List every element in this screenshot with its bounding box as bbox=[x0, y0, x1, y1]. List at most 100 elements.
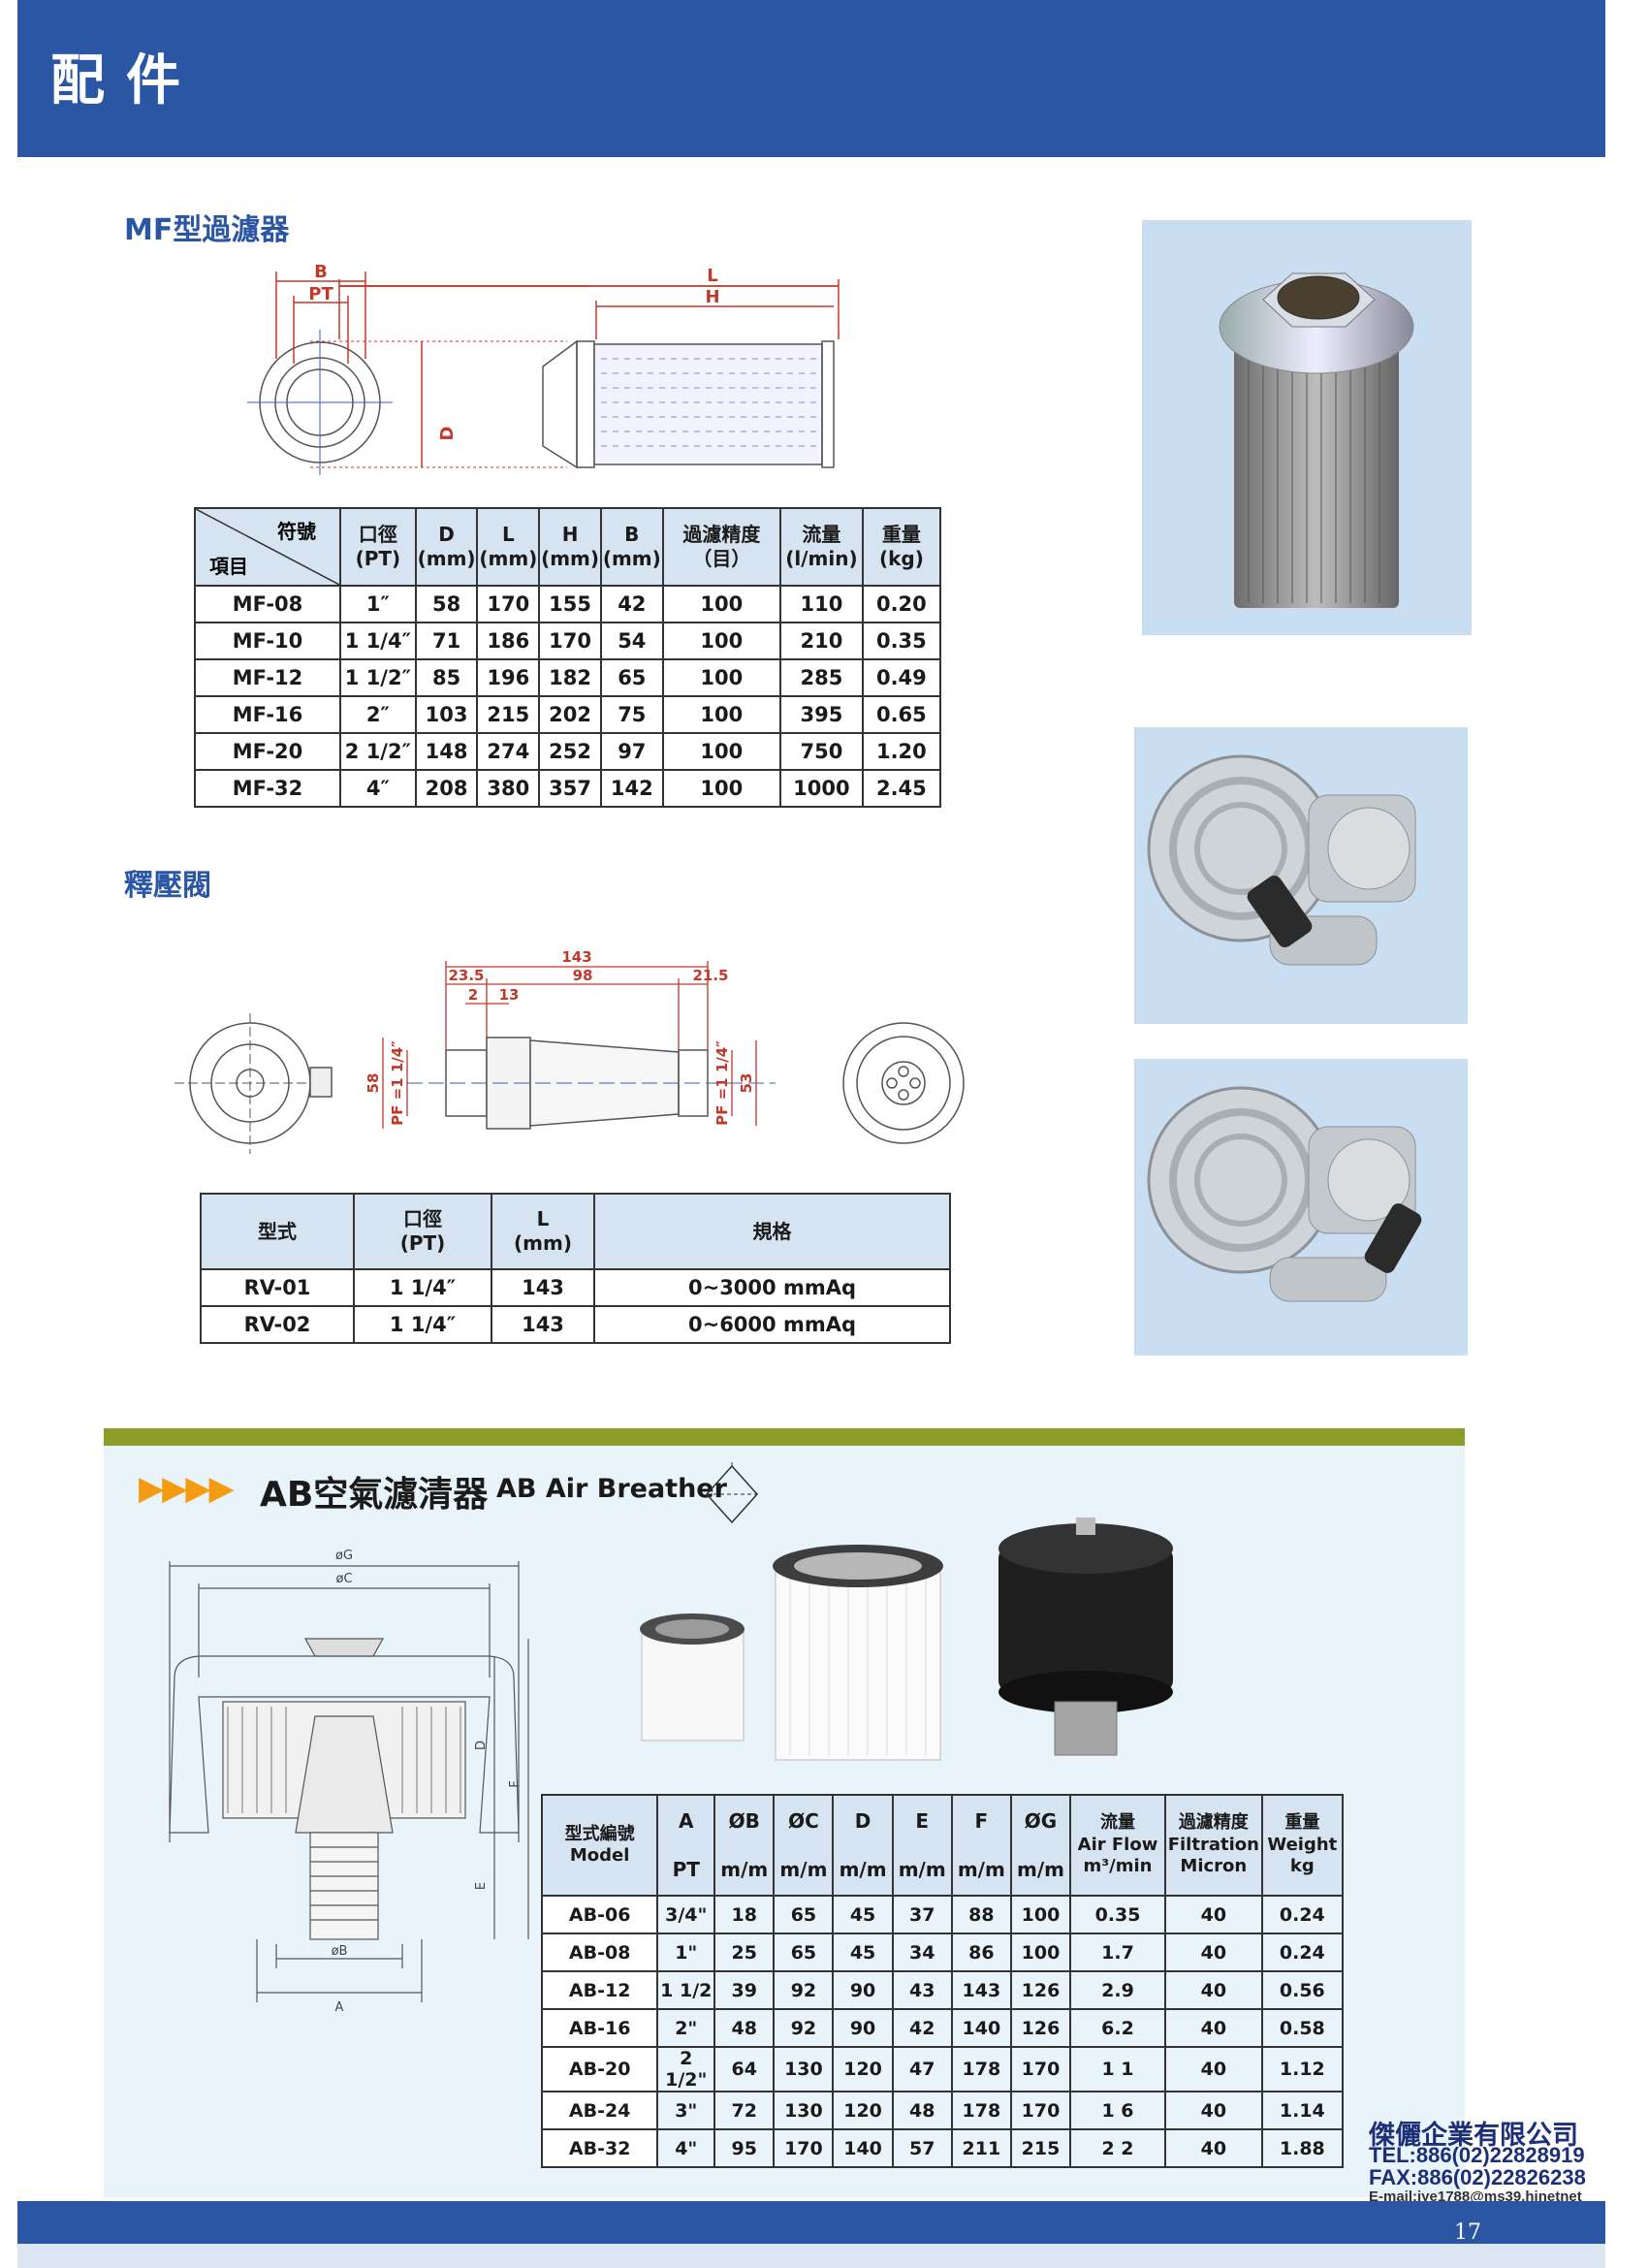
rv-dim-small-b: 13 bbox=[499, 986, 520, 1004]
rv-dim-small-a: 2 bbox=[468, 986, 478, 1004]
ab-value-cell: 1" bbox=[656, 1933, 716, 1972]
rv-side-view bbox=[407, 1037, 776, 1130]
ab-value-cell: 47 bbox=[891, 2046, 953, 2092]
rv-value-cell: 0~3000 mmAq bbox=[593, 1268, 951, 1307]
blower-illustration-1 bbox=[1147, 754, 1416, 966]
mf-value-cell: 1 1/4″ bbox=[339, 622, 417, 660]
ab-value-cell: 72 bbox=[713, 2091, 776, 2130]
ab-value-cell: 126 bbox=[1009, 1970, 1072, 2010]
ab-value-cell: 1.88 bbox=[1260, 2128, 1345, 2168]
ab-value-cell: 45 bbox=[832, 1895, 894, 1934]
ab-value-cell: 2" bbox=[656, 2008, 716, 2048]
mf-filter-illustration bbox=[1219, 272, 1414, 608]
rv-left-end-view bbox=[174, 1013, 333, 1154]
ab-value-cell: 0.35 bbox=[1069, 1895, 1166, 1934]
ab-value-cell: 88 bbox=[950, 1895, 1012, 1934]
ab-value-cell: 140 bbox=[950, 2008, 1012, 2048]
mf-filter-diagram: B PT L H D bbox=[247, 262, 840, 475]
rv-value-cell: 143 bbox=[491, 1268, 595, 1307]
ab-value-cell: 140 bbox=[832, 2128, 894, 2168]
mf-value-cell: 1 1/2″ bbox=[339, 658, 417, 697]
mf-value-cell: 182 bbox=[538, 658, 602, 697]
ab-value-cell: 2 2 bbox=[1069, 2128, 1166, 2168]
ab-value-cell: 25 bbox=[713, 1933, 776, 1972]
ab-value-cell: 3/4" bbox=[656, 1895, 716, 1934]
ab-value-cell: 43 bbox=[891, 1970, 953, 2010]
ab-breather-housing bbox=[998, 1517, 1173, 1756]
ab-value-cell: 65 bbox=[773, 1895, 835, 1934]
corner-divider: 符號 項目 bbox=[196, 509, 339, 585]
ab-value-cell: 18 bbox=[713, 1895, 776, 1934]
page-title: 配件 bbox=[50, 48, 202, 112]
rv-valve-diagram: 143 23.5 98 21.5 2 13 58 PF =1 1/4″ PF =… bbox=[174, 948, 965, 1154]
ab-value-cell: 40 bbox=[1163, 2128, 1263, 2168]
dim-label-h: H bbox=[705, 287, 719, 307]
ab-value-cell: 40 bbox=[1163, 2008, 1263, 2048]
ab-model-cell: AB-08 bbox=[540, 1933, 659, 1972]
mf-value-cell: 202 bbox=[538, 695, 602, 734]
mf-value-cell: 208 bbox=[414, 769, 479, 808]
ab-value-cell: 120 bbox=[832, 2091, 894, 2130]
ab-value-cell: 1.7 bbox=[1069, 1933, 1166, 1972]
ab-value-cell: 40 bbox=[1163, 2046, 1263, 2092]
mf-model-cell: MF-32 bbox=[194, 769, 341, 808]
mf-value-cell: 100 bbox=[661, 732, 782, 771]
mf-model-cell: MF-16 bbox=[194, 695, 341, 734]
mf-col-header: B(mm) bbox=[599, 507, 664, 587]
mf-value-cell: 1000 bbox=[779, 769, 864, 808]
ab-value-cell: 100 bbox=[1009, 1895, 1072, 1934]
ab-value-cell: 95 bbox=[713, 2128, 776, 2168]
ab-dim-e: E bbox=[474, 1882, 489, 1890]
ab-value-cell: 1.14 bbox=[1260, 2091, 1345, 2130]
ab-value-cell: 178 bbox=[950, 2091, 1012, 2130]
mf-side-view bbox=[542, 339, 835, 469]
mf-col-header: 過濾精度（目） bbox=[661, 507, 782, 587]
blower-photo-2 bbox=[1134, 1059, 1468, 1356]
mf-col-header: 口徑(PT) bbox=[339, 507, 417, 587]
footer-strip bbox=[17, 2244, 1605, 2268]
mf-value-cell: 0.49 bbox=[861, 658, 942, 697]
ab-value-cell: 211 bbox=[950, 2128, 1012, 2168]
ab-arrows-icon: ▶▶▶▶ bbox=[139, 1469, 235, 1508]
mf-value-cell: 210 bbox=[779, 622, 864, 660]
ab-value-cell: 1 1/2 bbox=[656, 1970, 716, 2010]
ab-value-cell: 2.9 bbox=[1069, 1970, 1166, 2010]
ab-value-cell: 65 bbox=[773, 1933, 835, 1972]
ab-value-cell: 64 bbox=[713, 2046, 776, 2092]
blower-illustration-2 bbox=[1147, 1086, 1422, 1302]
mf-value-cell: 0.20 bbox=[861, 585, 942, 623]
rv-value-cell: 0~6000 mmAq bbox=[593, 1305, 951, 1344]
mf-filter-photo bbox=[1142, 220, 1472, 635]
ab-value-cell: 40 bbox=[1163, 1895, 1263, 1934]
ab-value-cell: 100 bbox=[1009, 1933, 1072, 1972]
ab-value-cell: 4" bbox=[656, 2128, 716, 2168]
ab-value-cell: 34 bbox=[891, 1933, 953, 1972]
mf-value-cell: 170 bbox=[538, 622, 602, 660]
rv-col-header: L(mm) bbox=[491, 1193, 595, 1270]
rv-dim-height-right: 53 bbox=[738, 1073, 755, 1094]
ab-title-en: AB Air Breather bbox=[496, 1474, 727, 1504]
mf-value-cell: 2 1/2″ bbox=[339, 732, 417, 771]
rv-model-cell: RV-02 bbox=[200, 1305, 355, 1344]
mf-value-cell: 58 bbox=[414, 585, 479, 623]
ab-dim-b: øB bbox=[332, 1944, 348, 1959]
ab-element-small bbox=[640, 1613, 745, 1741]
mf-section-title: MF型過濾器 bbox=[124, 213, 290, 247]
mf-col-header: L(mm) bbox=[476, 507, 541, 587]
mf-value-cell: 0.65 bbox=[861, 695, 942, 734]
mf-value-cell: 285 bbox=[779, 658, 864, 697]
